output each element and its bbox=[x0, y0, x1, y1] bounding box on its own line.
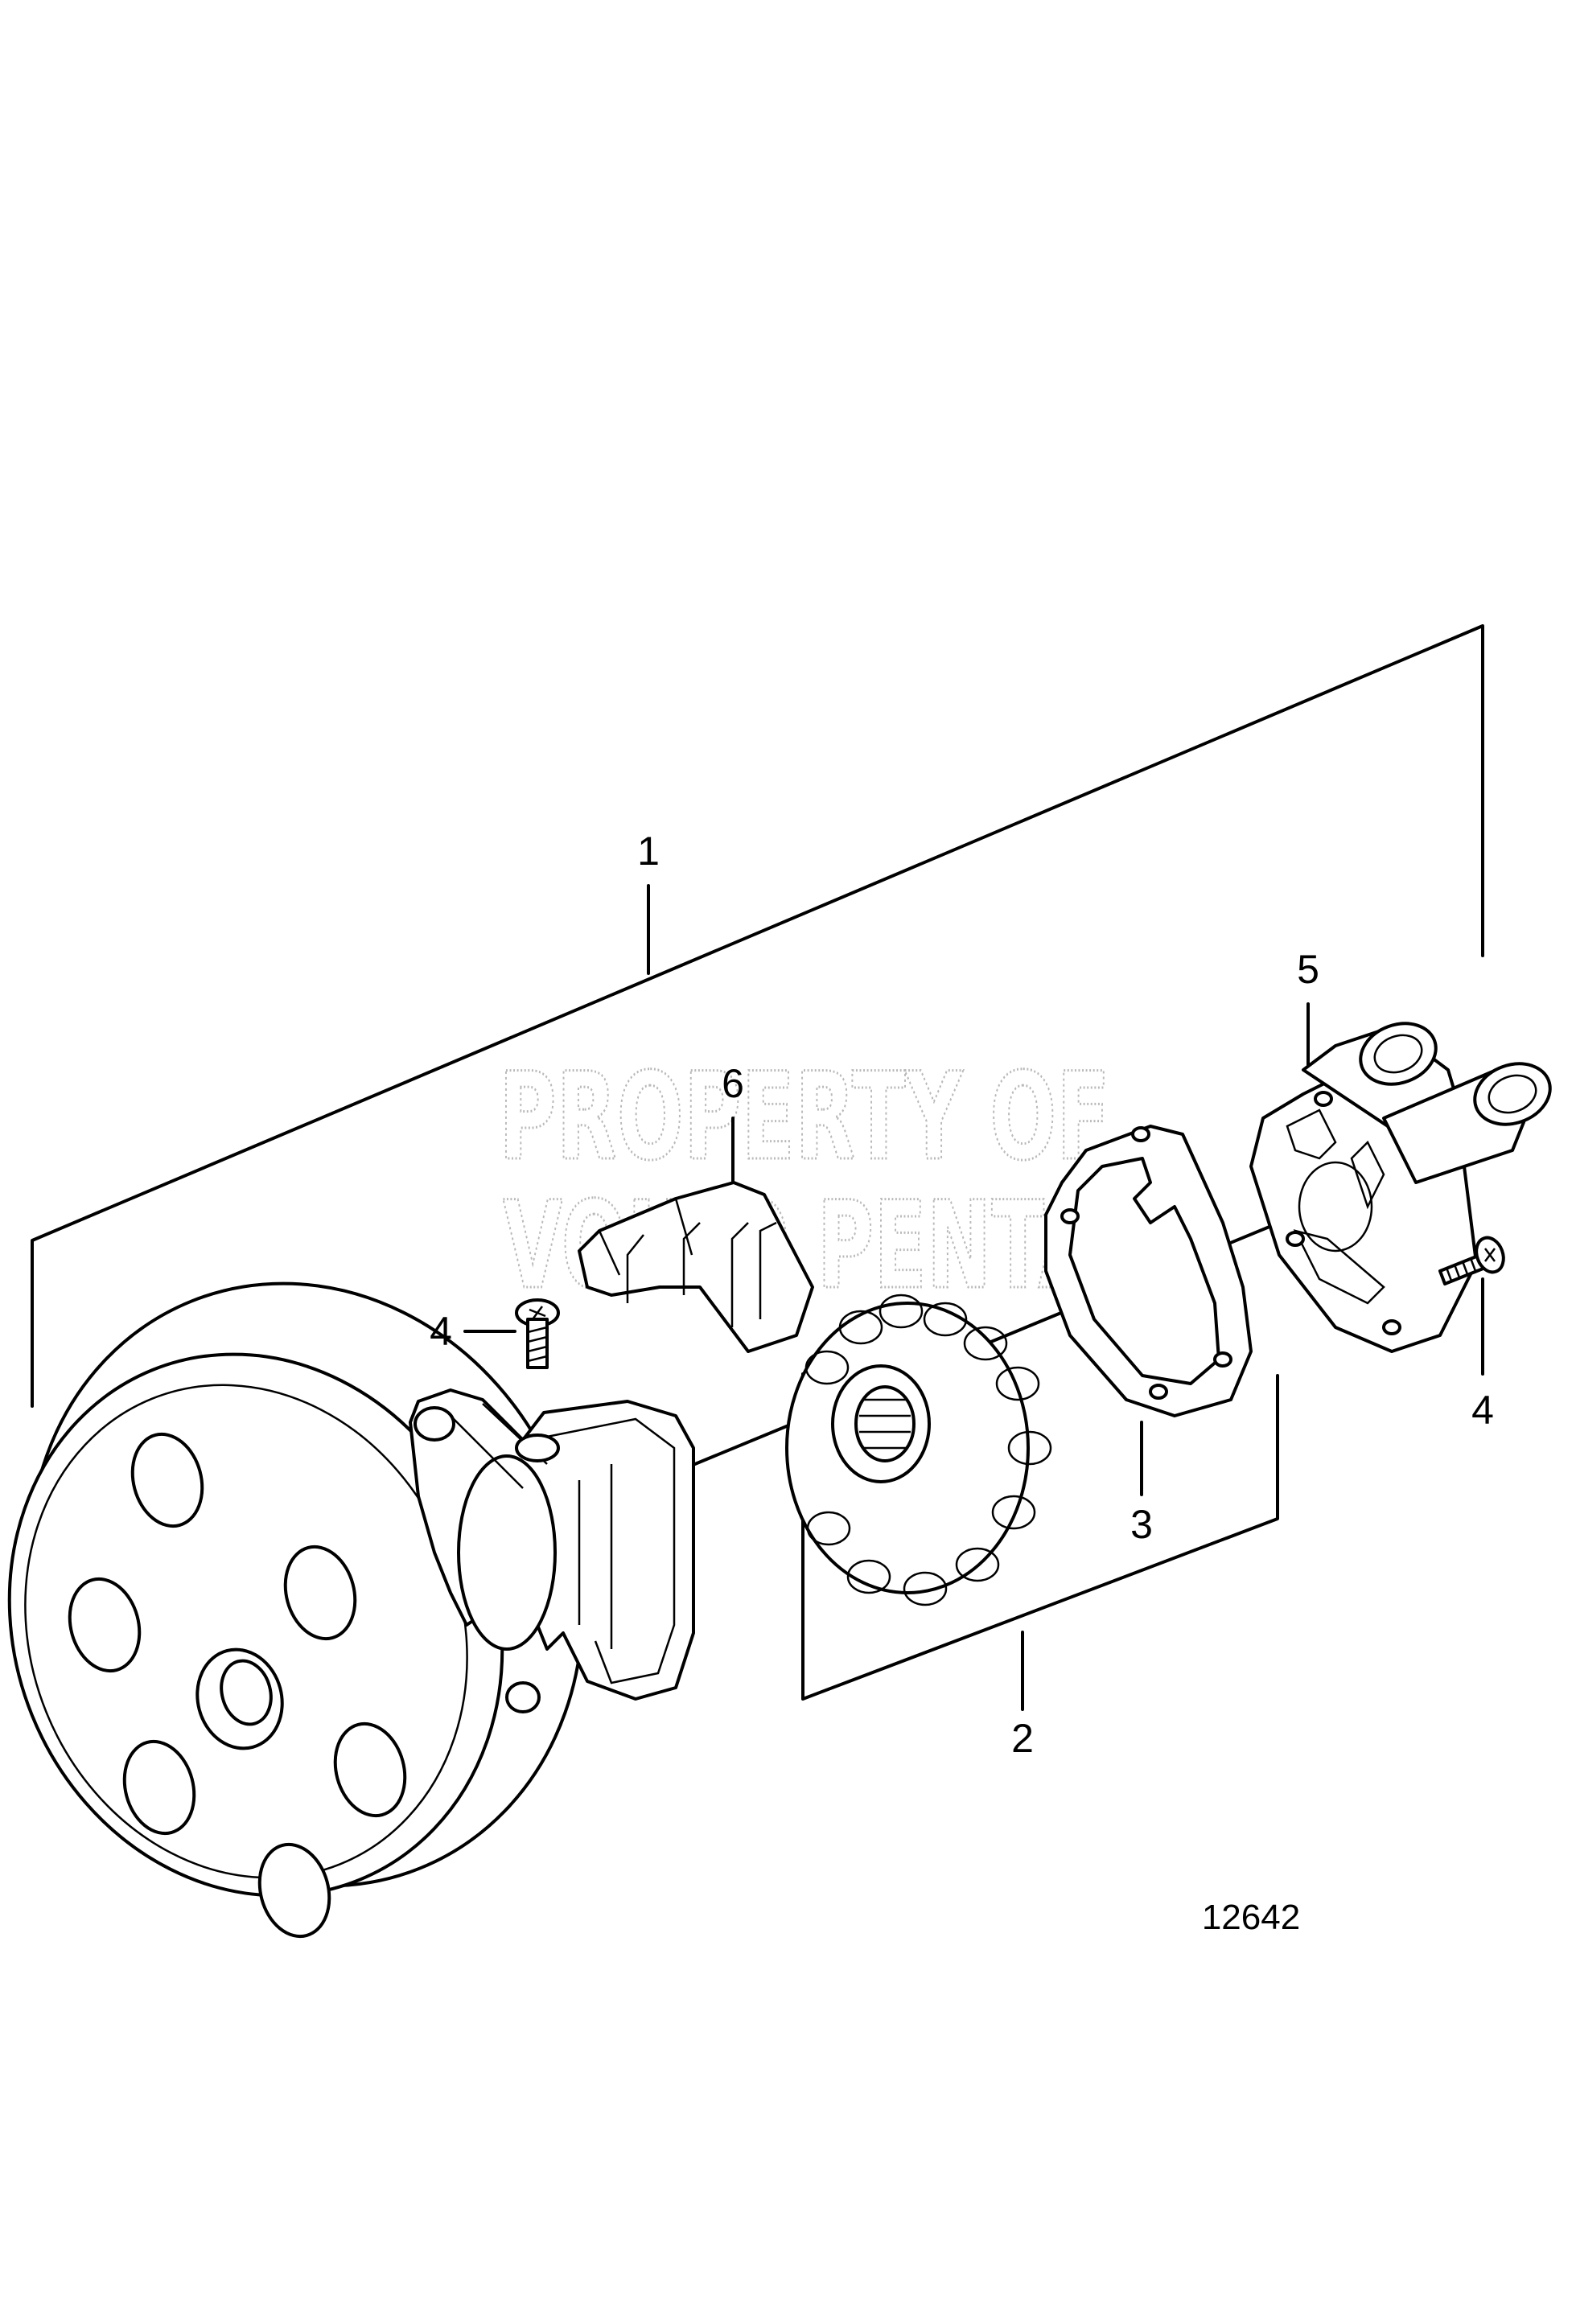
gasket-3 bbox=[1044, 1125, 1253, 1417]
callout-6: 6 bbox=[722, 1061, 744, 1106]
watermark: PROPERTY OF VOLVO PENTA bbox=[498, 1047, 1112, 1318]
cover-plate-5 bbox=[1249, 1022, 1552, 1353]
callout-1: 1 bbox=[637, 829, 660, 874]
bracket-2 bbox=[801, 1372, 1279, 1711]
pump-housing bbox=[409, 1388, 695, 1713]
cam-insert-6 bbox=[578, 1181, 814, 1353]
callout-3: 3 bbox=[1130, 1502, 1153, 1547]
figure-number: 12642 bbox=[1202, 1898, 1300, 1937]
impeller bbox=[785, 1294, 1052, 1606]
screw-4-right bbox=[1438, 1236, 1505, 1285]
screw-4-left bbox=[515, 1298, 560, 1369]
bracket-1 bbox=[31, 624, 1484, 1408]
watermark-line-1: PROPERTY OF bbox=[499, 1047, 1110, 1187]
callout-2: 2 bbox=[1011, 1716, 1034, 1761]
callout-4-right: 4 bbox=[1471, 1388, 1494, 1433]
callout-5: 5 bbox=[1297, 947, 1319, 992]
callout-4-left: 4 bbox=[430, 1309, 452, 1354]
